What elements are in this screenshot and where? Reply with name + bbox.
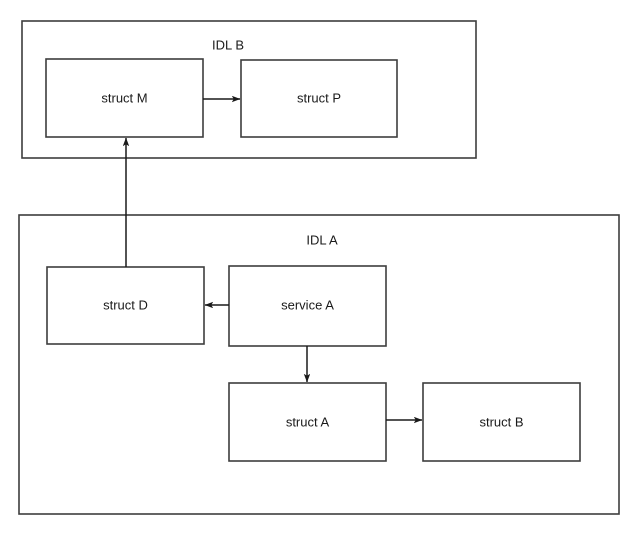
node-struct-m-rect — [45, 58, 204, 138]
node-struct-d[interactable]: struct D — [46, 266, 205, 345]
node-struct-m-label: struct M — [101, 90, 147, 105]
container-idl-a-rect — [18, 214, 620, 515]
node-struct-a-rect — [228, 382, 387, 462]
node-struct-d-rect — [46, 266, 205, 345]
node-struct-a-label: struct A — [286, 414, 330, 429]
node-struct-p[interactable]: struct P — [240, 59, 398, 138]
node-struct-m[interactable]: struct M — [45, 58, 204, 138]
node-service-a[interactable]: service A — [228, 265, 387, 347]
node-struct-p-label: struct P — [297, 90, 341, 105]
node-struct-p-rect — [240, 59, 398, 138]
node-struct-a[interactable]: struct A — [228, 382, 387, 462]
node-struct-b[interactable]: struct B — [422, 382, 581, 462]
container-idl-b[interactable]: IDL B — [21, 20, 477, 159]
container-idl-a[interactable]: IDL A — [18, 214, 620, 515]
node-service-a-label: service A — [281, 297, 334, 312]
container-idl-b-label: IDL B — [212, 37, 244, 52]
node-struct-d-label: struct D — [103, 297, 148, 312]
node-struct-b-rect — [422, 382, 581, 462]
container-idl-b-rect — [21, 20, 477, 159]
node-struct-b-label: struct B — [479, 414, 523, 429]
container-idl-a-label: IDL A — [306, 232, 338, 247]
